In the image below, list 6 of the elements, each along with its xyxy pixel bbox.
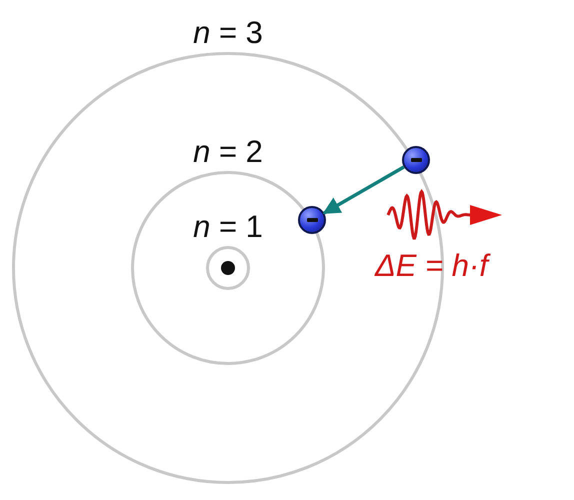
orbit-label: n = 1 xyxy=(193,211,263,242)
orbit-label: n = 2 xyxy=(193,136,263,167)
orbit-label: n = 3 xyxy=(193,17,263,48)
arrow xyxy=(322,165,405,215)
energy-formula: ΔE = h·f xyxy=(375,250,488,281)
nucleus-dot xyxy=(221,261,235,275)
